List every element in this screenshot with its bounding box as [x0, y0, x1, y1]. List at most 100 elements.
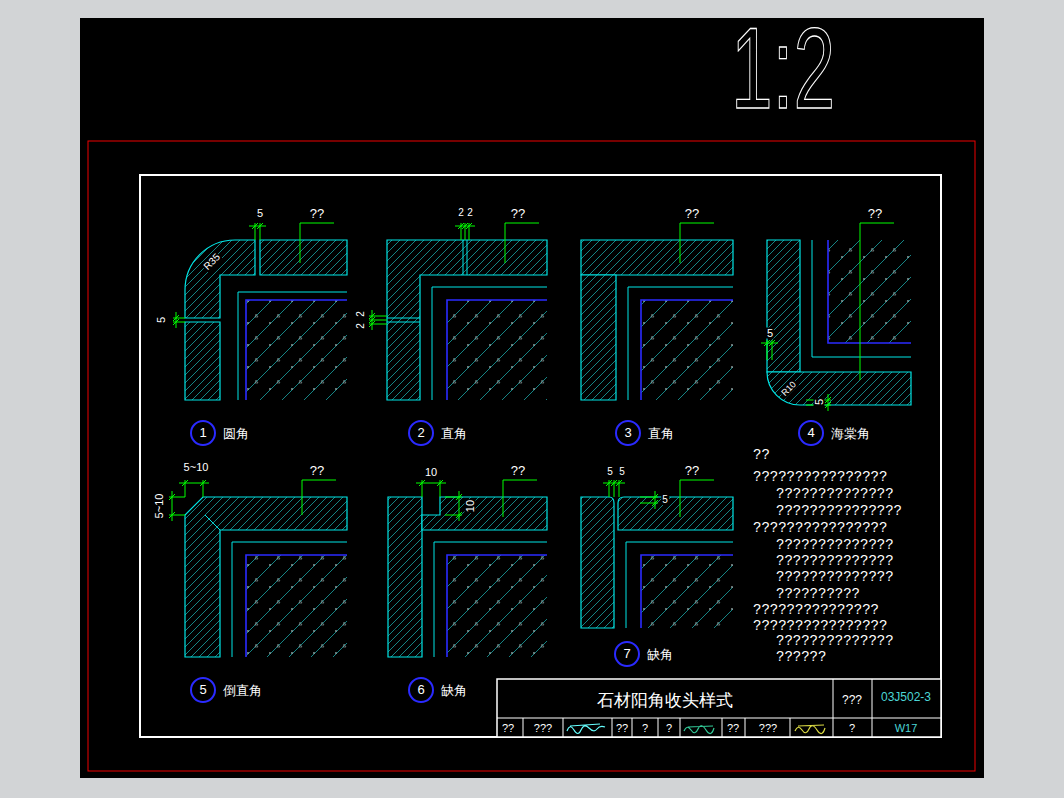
concrete-edge — [641, 555, 733, 628]
callout-number: 7 — [614, 641, 640, 667]
dimension-tick — [169, 512, 175, 518]
title-cell: ??? — [533, 723, 553, 734]
material-note: ?? — [510, 207, 526, 220]
note-line: ?????????????? — [775, 634, 895, 648]
dimension-tick — [252, 223, 258, 229]
stone-slab — [185, 240, 255, 318]
note-line: ?????????? — [775, 587, 861, 601]
stone-slab — [422, 497, 547, 530]
mortar-line — [434, 542, 547, 657]
detail-name: 缺角 — [441, 684, 467, 697]
title-rule — [632, 718, 633, 737]
mortar-line — [232, 542, 347, 657]
leader-line — [505, 223, 539, 263]
note-line: ?????? — [775, 650, 827, 664]
leader-line — [503, 480, 537, 517]
joint-line — [467, 240, 468, 275]
dimension: 2 — [356, 310, 366, 318]
concrete-edge — [828, 240, 911, 343]
dimension-line — [249, 226, 266, 227]
title-rule — [722, 718, 723, 737]
joint-line — [463, 240, 464, 275]
dimension: 5~10 — [183, 462, 210, 473]
callout-circle — [799, 421, 823, 445]
dimension-tick — [769, 340, 775, 346]
dimension-tick — [825, 402, 831, 408]
detail-name: 直角 — [648, 427, 674, 440]
concrete-edge — [641, 300, 733, 400]
concrete-edge — [246, 300, 347, 400]
leader-line — [302, 480, 336, 515]
model-space — [80, 18, 984, 778]
title-cell: ?? — [501, 723, 515, 734]
drawing-title: 石材阳角收头样式 — [596, 692, 734, 709]
extension-line — [173, 318, 185, 319]
dimension-line — [655, 491, 656, 509]
dimension: 5 — [606, 467, 614, 477]
detail-name: 圆角 — [223, 427, 249, 440]
dimension-line — [179, 483, 209, 484]
drawing-frame — [140, 175, 941, 737]
dimension-tick — [606, 480, 612, 486]
dimension-line — [172, 491, 173, 521]
dimension: 2 — [457, 208, 465, 218]
dimension: 2 — [356, 322, 366, 330]
material-note: ?? — [684, 207, 700, 220]
concrete-edge — [447, 300, 547, 400]
leader-line — [300, 223, 334, 263]
dimension-tick — [182, 480, 188, 486]
atlas-number: 03J502-3 — [880, 691, 932, 703]
note-line: ?????????????? — [775, 554, 895, 568]
note-line: ?????????????? — [775, 538, 895, 552]
signature — [567, 724, 605, 734]
material-note: ?? — [309, 464, 325, 477]
title-cell: ? — [848, 723, 856, 734]
dimension: 5 — [814, 398, 825, 406]
concrete-base — [828, 240, 911, 343]
title-cell: ?? — [615, 723, 629, 734]
title-rule — [523, 718, 524, 737]
mortar-line — [432, 287, 547, 400]
material-note: ?? — [867, 207, 883, 220]
callout-circle — [616, 421, 640, 445]
dimension-tick — [764, 340, 770, 346]
dimension-tick — [419, 480, 425, 486]
dimension-tick — [173, 319, 179, 325]
title-rule — [790, 718, 791, 737]
material-note: ?? — [309, 207, 325, 220]
dimension-tick — [616, 480, 622, 486]
title-rule — [497, 718, 941, 719]
stone-slab — [767, 372, 911, 405]
title-cell: ?? — [726, 723, 740, 734]
joint-line — [387, 318, 420, 319]
stone-slab — [581, 240, 733, 275]
title-rule — [872, 718, 873, 737]
stone-slab — [388, 497, 422, 657]
title-rule — [612, 718, 613, 737]
callout-number: 4 — [798, 420, 824, 446]
title-cell: ??? — [841, 694, 863, 706]
concrete-edge — [246, 555, 347, 657]
dimension-tick — [611, 480, 617, 486]
dimension-tick — [466, 223, 472, 229]
joint-line — [387, 322, 420, 323]
note-line: ??????????????? — [775, 504, 903, 518]
mortar-line — [812, 240, 911, 357]
joint-line — [205, 515, 220, 530]
material-note: ?? — [510, 464, 526, 477]
detail-callout: 6缺角 — [408, 677, 434, 703]
mortar-line — [626, 542, 733, 628]
callout-number: 6 — [408, 677, 434, 703]
dimension-tick — [825, 397, 831, 403]
stone-slab — [618, 497, 733, 530]
title-rule — [745, 718, 746, 737]
note-line: ?? — [752, 448, 771, 462]
title-rule — [833, 679, 834, 718]
dimension-tick — [652, 494, 658, 500]
dimension-line — [416, 483, 446, 484]
stone-slab — [767, 240, 800, 372]
detail-callout: 5倒直角 — [190, 677, 216, 703]
